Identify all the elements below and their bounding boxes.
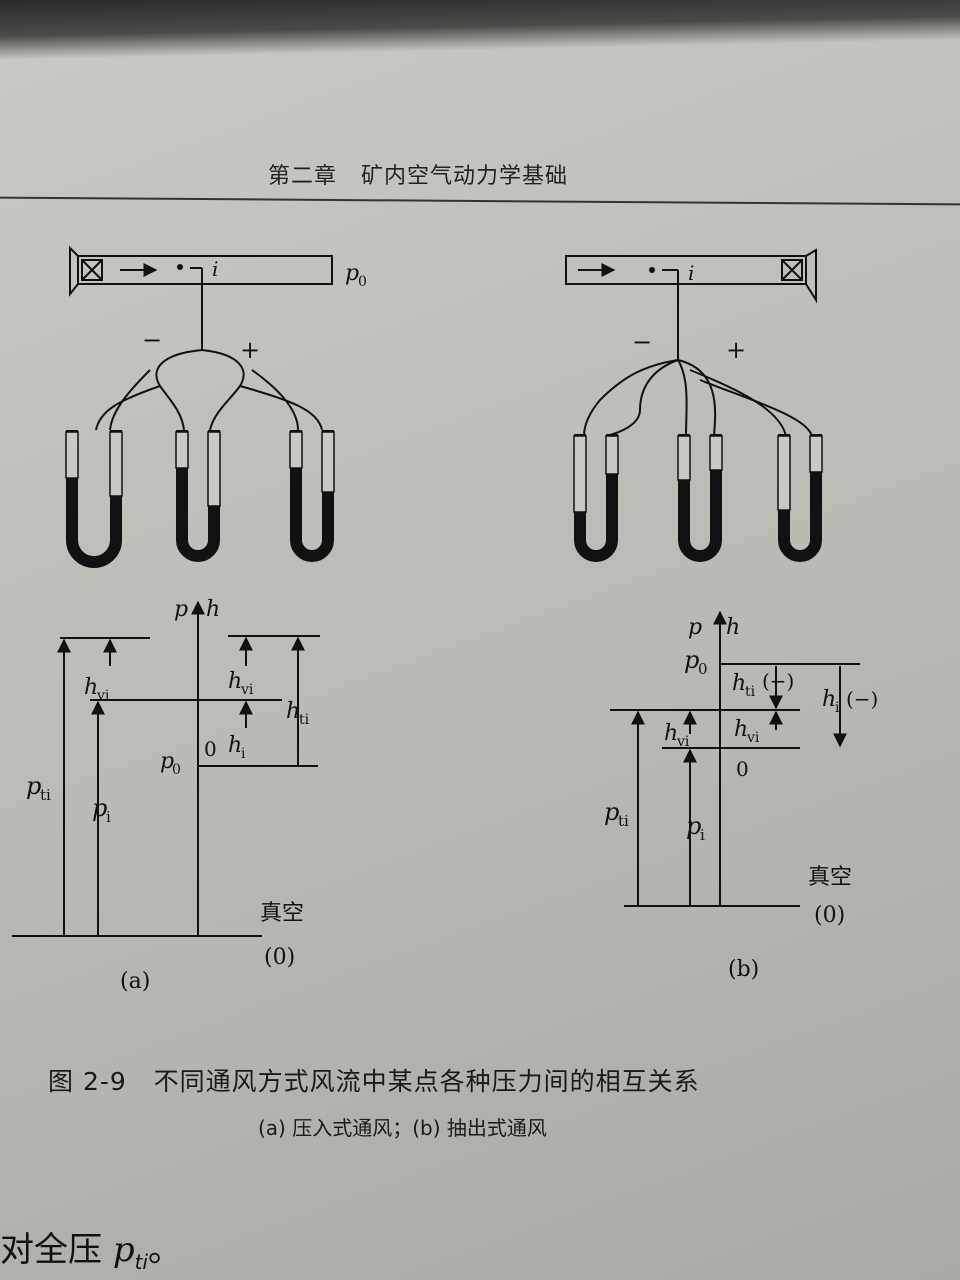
page-edge-shadow <box>0 0 960 60</box>
body-text-line: 对全压 pti。 <box>0 1222 182 1274</box>
p0-b: p <box>684 646 699 674</box>
p0-left-a-sub: 0 <box>172 762 181 778</box>
p0-b-sub: 0 <box>698 660 708 678</box>
plus-sign-b: + <box>726 336 746 364</box>
hvi-left-a: h <box>84 675 98 700</box>
hti-b-sub: ti <box>745 684 756 700</box>
pi-b: p <box>686 812 701 840</box>
axis-h-b: h <box>726 615 740 640</box>
label-i-b: i <box>688 261 694 285</box>
plus-sign-a: + <box>240 336 260 364</box>
hti-a-sub: ti <box>299 712 310 728</box>
hi-a: h <box>228 733 242 758</box>
body-text-sub: ti <box>134 1249 148 1274</box>
pressure-diagram-b <box>610 610 860 907</box>
hvi-right-a-sub: vi <box>240 682 254 698</box>
manometer-a2 <box>175 430 221 562</box>
hti-a: h <box>286 699 300 724</box>
hi-a-sub: i <box>241 746 246 762</box>
hti-b: h <box>732 671 746 696</box>
pressure-diagram-a <box>12 600 320 937</box>
vacuum-b: 真空 <box>808 865 852 890</box>
panel-label-b: (b) <box>728 957 759 982</box>
panel-a: i p 0 − + <box>12 245 367 994</box>
vacuum-a: 真空 <box>260 901 304 926</box>
label-p0-a: p <box>345 261 359 286</box>
tubes-b <box>583 359 813 437</box>
pi-a-sub: i <box>106 808 111 826</box>
manometer-a3 <box>289 430 335 562</box>
hvi-right-b: h <box>734 717 748 742</box>
pti-a-sub: ti <box>40 786 51 804</box>
hti-b-sign: (−) <box>762 669 794 693</box>
minus-sign-a: − <box>142 326 162 354</box>
figure-2-9: i p 0 − + <box>12 245 878 994</box>
axis-p-a: p <box>174 597 188 622</box>
chapter-header: 第二章 矿内空气动力学基础 <box>268 164 568 189</box>
header-rule <box>0 196 960 206</box>
hvi-left-b-sub: vi <box>676 734 690 750</box>
manometer-b1 <box>573 434 619 562</box>
hi-b-sign: (−) <box>846 687 878 711</box>
vacuum-zero-b: (0) <box>814 903 845 928</box>
hvi-right-b-sub: vi <box>746 730 760 746</box>
tubes-a <box>95 349 323 431</box>
label-p0-a-sub: 0 <box>358 274 367 290</box>
pti-b: p <box>604 798 619 826</box>
figure-subcaption: (a) 压入式通风；(b) 抽出式通风 <box>258 1116 547 1140</box>
minus-sign-b: − <box>632 328 652 356</box>
manometer-a1 <box>65 430 123 568</box>
hvi-left-a-sub: vi <box>96 688 110 704</box>
duct-a <box>69 245 333 350</box>
body-text-prefix: 对全压 <box>0 1230 113 1270</box>
zero-a: 0 <box>204 737 217 761</box>
p0-left-a: p <box>160 749 174 774</box>
zero-b: 0 <box>736 757 749 781</box>
panel-label-a: (a) <box>120 969 150 994</box>
pti-a: p <box>26 772 41 800</box>
pi-a: p <box>92 794 107 822</box>
duct-b <box>565 248 817 360</box>
panel-b: i − + <box>565 248 878 982</box>
measure-point-b <box>649 267 655 273</box>
body-text-var: p <box>112 1230 135 1270</box>
hi-b-sub: i <box>835 700 840 716</box>
pi-b-sub: i <box>700 826 705 844</box>
vacuum-zero-a: (0) <box>264 945 295 970</box>
manometer-b2 <box>677 434 723 562</box>
hvi-left-b: h <box>664 721 678 746</box>
axis-p-b: p <box>688 615 702 640</box>
body-text-suffix: 。 <box>147 1230 182 1270</box>
hi-b: h <box>822 687 836 712</box>
manometer-b3 <box>777 434 823 562</box>
hvi-right-a: h <box>228 669 242 694</box>
pti-b-sub: ti <box>618 812 629 830</box>
figure-caption: 图 2-9 不同通风方式风流中某点各种压力间的相互关系 <box>48 1067 700 1096</box>
label-i-a: i <box>212 257 218 281</box>
axis-h-a: h <box>206 597 220 622</box>
measure-point-a <box>177 264 183 270</box>
